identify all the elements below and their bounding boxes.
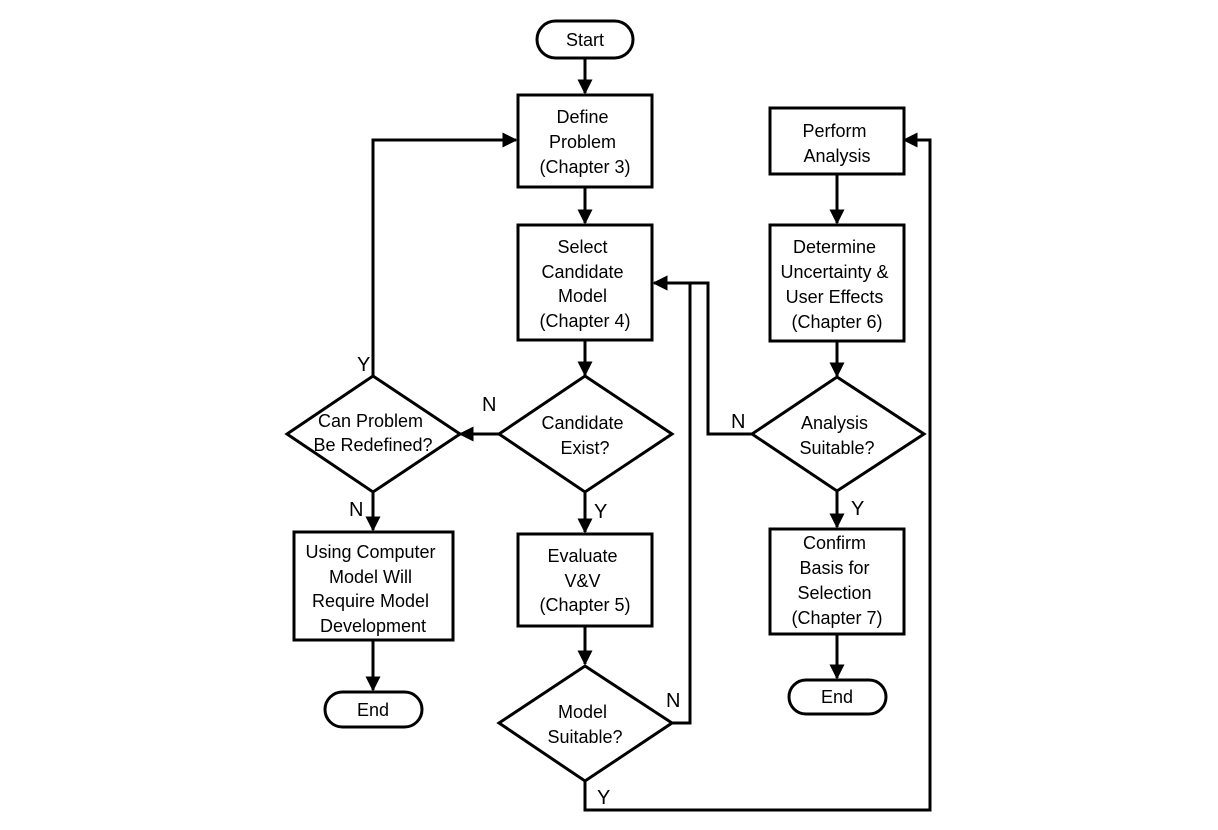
arrow-model-no-to-select — [652, 275, 692, 725]
define-problem-shape — [516, 93, 654, 189]
end-right-terminal: End — [787, 678, 888, 716]
svg-text:Evaluate V&V (: Evaluate V&V (Chapter 5) — [539, 546, 630, 615]
connectors — [365, 58, 932, 812]
define-problem-line-2: Problem — [549, 132, 616, 152]
select-candidate-line-3: Model — [558, 286, 607, 306]
can-problem-redefined-shape — [284, 374, 463, 494]
end-left-shape — [323, 690, 424, 729]
can-problem-redefined-decision: Can Problem Be Redefined? — [284, 374, 463, 494]
branch-label-redefine-no: N — [349, 499, 363, 521]
arrow-redefine-yes-to-define — [371, 132, 518, 376]
define-problem-box: Define Problem (Chapter 3) — [516, 93, 654, 189]
evaluate-vv-box: Evaluate V&V (Chapter 5) — [516, 532, 654, 628]
determine-uncertainty-line-4: (Chapter 6) — [791, 312, 882, 332]
start-terminal-shape — [535, 19, 635, 60]
branch-label-candidate-no: N — [482, 394, 496, 416]
analysis-suitable-shape — [749, 375, 927, 493]
using-computer-model-line-3: Require Model — [312, 591, 429, 611]
confirm-basis-shape — [768, 527, 906, 636]
start-terminal: Start — [535, 19, 635, 60]
select-candidate-box: Select Candidate Model (Chapter 4) — [516, 223, 654, 342]
branch-label-model-no: N — [666, 690, 680, 712]
branch-label-redefine-yes: Y — [357, 354, 370, 376]
perform-analysis-line-2: Analysis — [803, 146, 870, 166]
candidate-exist-shape — [496, 374, 675, 494]
confirm-basis-line-3: Selection — [797, 583, 871, 603]
select-candidate-line-1: Select — [557, 237, 607, 257]
confirm-basis-box: Confirm Basis for Selection (Chapter 7) — [768, 527, 906, 636]
nodes: Start Define Problem (Chapter 3) Select … — [284, 19, 927, 783]
end-right-label: End — [821, 687, 853, 707]
candidate-exist-decision: Candidate Exist? — [496, 374, 675, 494]
confirm-basis-line-4: (Chapter 7) — [791, 608, 882, 628]
branch-labels: Y N N Y N Y N Y — [349, 354, 864, 809]
end-left-terminal: End — [323, 690, 424, 729]
determine-uncertainty-line-1: Determine — [793, 237, 876, 257]
model-suitable-shape — [496, 664, 675, 783]
arrow-analysis-no-to-select — [652, 275, 752, 436]
svg-text:Start: Start — [566, 30, 604, 50]
confirm-basis-line-2: Basis for — [799, 558, 869, 578]
define-problem-line-3: (Chapter 3) — [539, 157, 630, 177]
end-left-label: End — [357, 700, 389, 720]
using-computer-model-box: Using Computer Model Will Require Model … — [292, 530, 455, 642]
svg-text:Confirm Basis for: Confirm Basis for Selection (Chapter 7) — [791, 533, 882, 628]
define-problem-line-1: Define — [556, 107, 608, 127]
candidate-exist-line-1: Candidate — [541, 413, 623, 433]
svg-text:Candidate Exist?: Candidate Exist? — [541, 413, 628, 458]
evaluate-vv-line-1: Evaluate — [547, 546, 617, 566]
branch-label-candidate-yes: Y — [594, 501, 607, 523]
branch-label-analysis-yes: Y — [851, 498, 864, 520]
select-candidate-line-4: (Chapter 4) — [539, 311, 630, 331]
svg-text:Define Problem: Define Problem (Chapter 3) — [539, 107, 630, 177]
perform-analysis-line-1: Perform — [802, 121, 866, 141]
branch-label-model-yes: Y — [597, 787, 610, 809]
determine-uncertainty-line-3: User Effects — [786, 287, 884, 307]
perform-analysis-box: Perform Analysis — [768, 106, 906, 176]
can-problem-redefined-line-1: Can Problem — [318, 411, 423, 431]
analysis-suitable-line-1: Analysis — [801, 413, 868, 433]
svg-text:Using Computer Model W: Using Computer Model Will Require Model … — [305, 542, 440, 636]
confirm-basis-line-1: Confirm — [803, 533, 866, 553]
select-candidate-shape — [516, 223, 654, 342]
determine-uncertainty-line-2: Uncertainty & — [780, 262, 888, 282]
svg-text:Determine Uncertainty: Determine Uncertainty & User Effects (Ch… — [780, 237, 893, 332]
analysis-suitable-line-2: Suitable? — [799, 438, 874, 458]
determine-uncertainty-box: Determine Uncertainty & User Effects (Ch… — [768, 223, 906, 343]
end-right-shape — [787, 678, 888, 716]
analysis-suitable-decision: Analysis Suitable? — [749, 375, 927, 493]
svg-text:Analysis Suitable?: Analysis Suitable? — [799, 413, 874, 458]
svg-text:Perform Analysis: Perform Analysis — [802, 121, 871, 166]
start-label: Start — [566, 30, 604, 50]
evaluate-vv-shape — [516, 532, 654, 628]
model-suitable-decision: Model Suitable? — [496, 664, 675, 783]
determine-uncertainty-shape — [768, 223, 906, 343]
model-suitable-line-1: Model — [558, 702, 607, 722]
svg-text:Select Candidate: Select Candidate Model (Chapter 4) — [539, 237, 630, 331]
using-computer-model-line-1: Using Computer — [305, 542, 435, 562]
evaluate-vv-line-3: (Chapter 5) — [539, 595, 630, 615]
branch-label-analysis-no: N — [731, 411, 745, 433]
svg-text:Can Problem Be Redefin: Can Problem Be Redefined? — [313, 411, 432, 455]
svg-text:End: End — [357, 700, 389, 720]
perform-analysis-shape — [768, 106, 906, 176]
model-suitable-line-2: Suitable? — [547, 727, 622, 747]
arrow-model-yes-to-perform — [583, 132, 932, 812]
using-computer-model-line-2: Model Will — [329, 567, 412, 587]
svg-text:Model Suitable?: Model Suitable? — [547, 702, 622, 747]
svg-text:End: End — [821, 687, 853, 707]
candidate-exist-line-2: Exist? — [560, 438, 609, 458]
select-candidate-line-2: Candidate — [541, 262, 623, 282]
using-computer-model-shape — [292, 530, 455, 642]
using-computer-model-line-4: Development — [320, 616, 426, 636]
evaluate-vv-line-2: V&V — [564, 571, 600, 591]
can-problem-redefined-line-2: Be Redefined? — [313, 435, 432, 455]
